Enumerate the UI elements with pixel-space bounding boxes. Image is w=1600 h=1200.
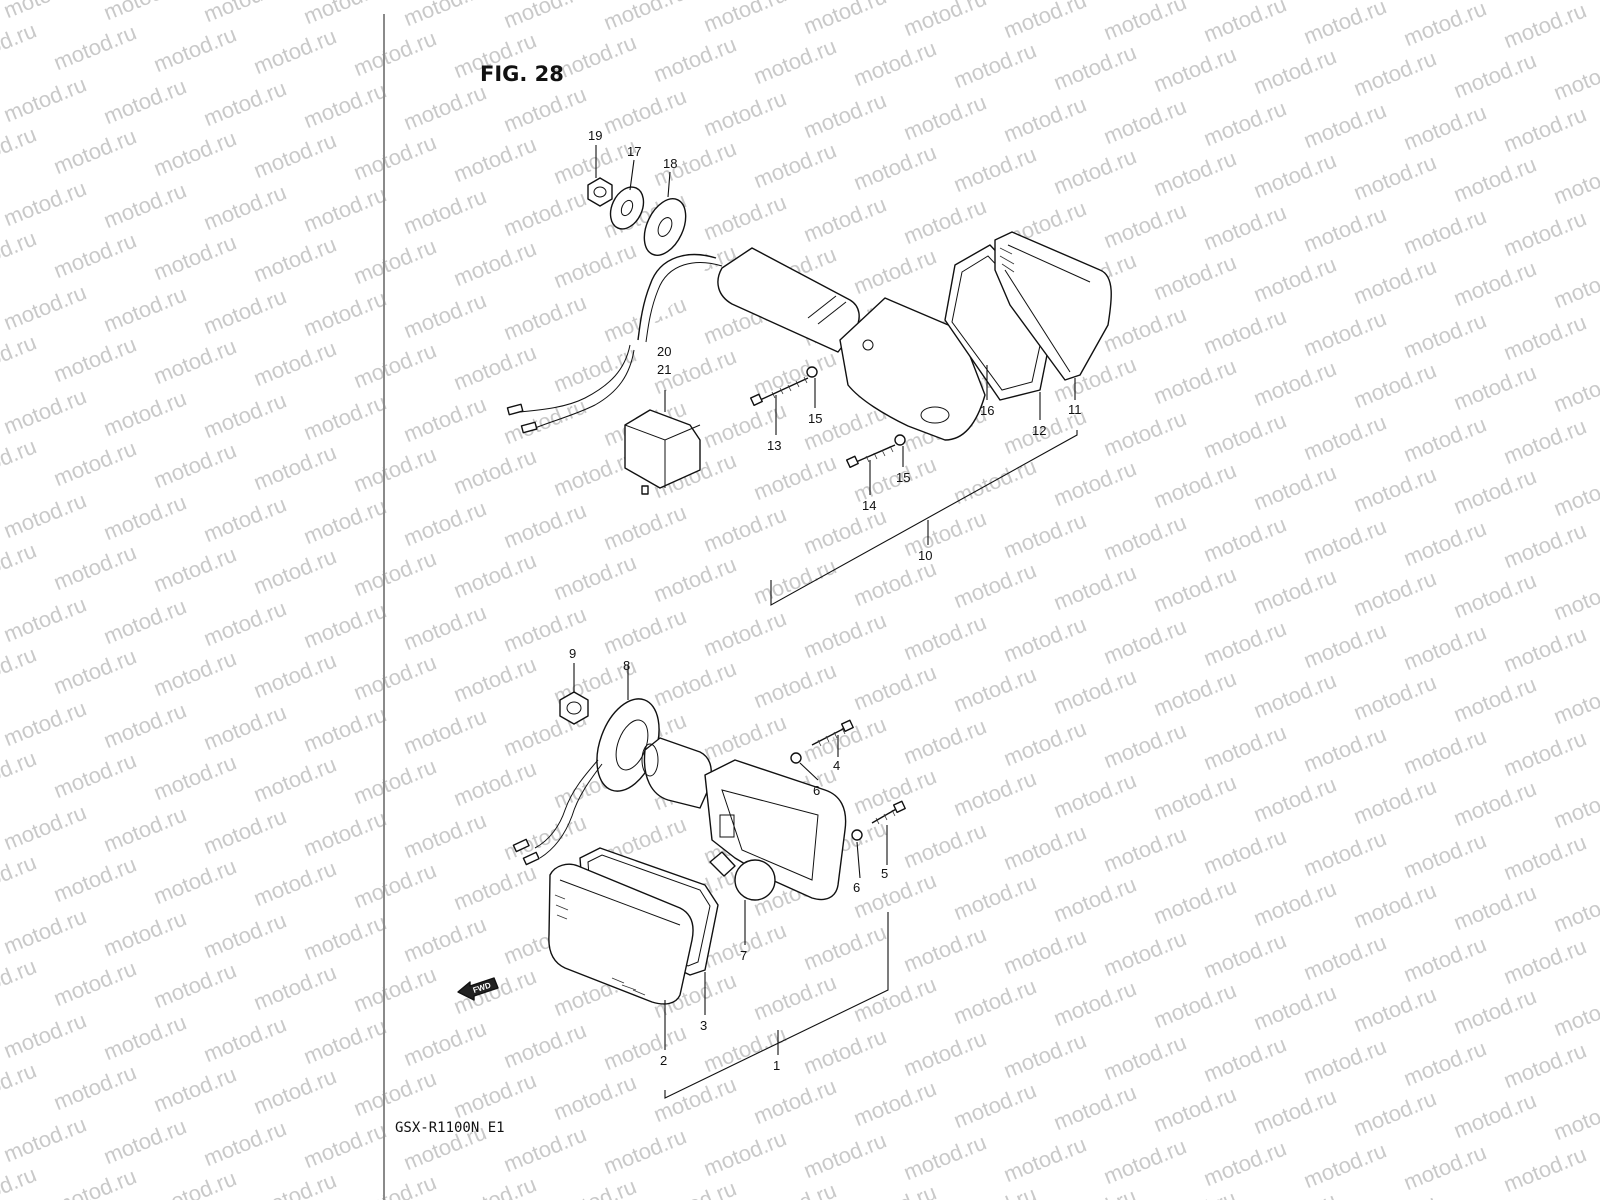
callout-labels: 19 17 18 20 21 13 15 15 14 16 12 11 10 9… xyxy=(569,128,1082,1073)
callout-7: 7 xyxy=(740,948,747,963)
model-label: GSX-R1100N E1 xyxy=(395,1120,505,1136)
callout-6-lower: 6 xyxy=(853,880,860,895)
callout-10: 10 xyxy=(918,548,932,563)
part-13-screw xyxy=(749,376,809,407)
part-15-washer-lower xyxy=(894,434,906,446)
part-11-lens xyxy=(994,231,1112,381)
callout-20: 20 xyxy=(657,344,671,359)
turn-signal-stalk-lower xyxy=(641,737,847,901)
callout-5: 5 xyxy=(881,866,888,881)
figure-title: FIG. 28 xyxy=(480,62,564,86)
callout-16: 16 xyxy=(980,403,994,418)
callout-13: 13 xyxy=(767,438,781,453)
part-9-nut xyxy=(559,691,589,725)
part-12-gasket xyxy=(944,244,1056,401)
callout-19: 19 xyxy=(588,128,602,143)
lower-assembly: FWD xyxy=(457,663,906,1099)
page-margin-line xyxy=(383,14,385,1200)
part-19-nut xyxy=(587,177,613,207)
part-7-bulb xyxy=(709,851,776,901)
callout-14: 14 xyxy=(862,498,876,513)
part-4-screw xyxy=(811,719,854,747)
callout-12: 12 xyxy=(1032,423,1046,438)
callout-6-upper: 6 xyxy=(813,783,820,798)
turn-signal-stalk-upper xyxy=(717,247,986,441)
part-6-washer-upper xyxy=(790,752,802,764)
callout-8: 8 xyxy=(623,658,630,673)
part-17-washer xyxy=(609,186,645,230)
callout-21: 21 xyxy=(657,362,671,377)
part-18-grommet xyxy=(643,198,687,256)
callout-2: 2 xyxy=(660,1053,667,1068)
part-2-lens xyxy=(548,863,694,1005)
callout-15-lower: 15 xyxy=(896,470,910,485)
part-6-washer-lower xyxy=(851,829,863,841)
fwd-arrow: FWD xyxy=(457,977,499,1001)
callout-11: 11 xyxy=(1068,402,1082,417)
callout-15-upper: 15 xyxy=(808,411,822,426)
callout-17: 17 xyxy=(627,144,641,159)
part-15-washer-upper xyxy=(806,366,818,378)
callout-18: 18 xyxy=(663,156,677,171)
callout-4: 4 xyxy=(833,758,840,773)
callout-9: 9 xyxy=(569,646,576,661)
callout-1: 1 xyxy=(773,1058,780,1073)
part-20-21-relay xyxy=(624,409,701,495)
part-14-screw xyxy=(845,444,896,469)
part-5-screw xyxy=(871,800,906,825)
upper-assembly xyxy=(506,145,1112,606)
callout-3: 3 xyxy=(700,1018,707,1033)
